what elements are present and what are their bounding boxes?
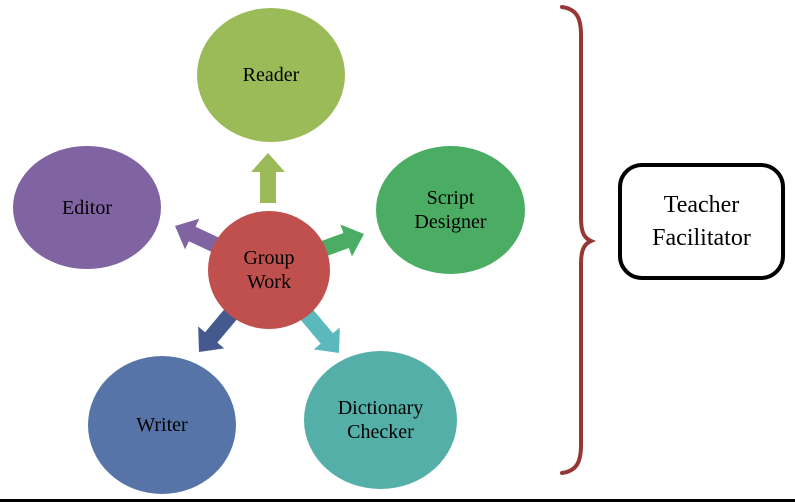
arrow-to-reader-icon [251,153,285,203]
node-script-designer: Script Designer [376,146,525,274]
node-editor: Editor [13,146,161,269]
node-group-work-label: Group Work [243,247,295,293]
node-group-work: Group Work [208,211,330,329]
node-reader-label: Reader [242,64,300,86]
node-script-designer-label: Script Designer [414,187,487,233]
teacher-facilitator-label: Teacher Facilitator [652,192,751,251]
node-editor-label: Editor [62,196,112,219]
node-writer: Writer [88,356,236,494]
teacher-facilitator-box: Teacher Facilitator [618,163,785,280]
bottom-border-line [0,499,795,502]
node-reader: Reader [197,8,345,142]
node-dictionary-checker: Dictionary Checker [304,351,457,489]
grouping-brace [560,5,597,475]
node-dictionary-checker-label: Dictionary Checker [337,397,424,443]
node-writer-label: Writer [136,414,188,436]
